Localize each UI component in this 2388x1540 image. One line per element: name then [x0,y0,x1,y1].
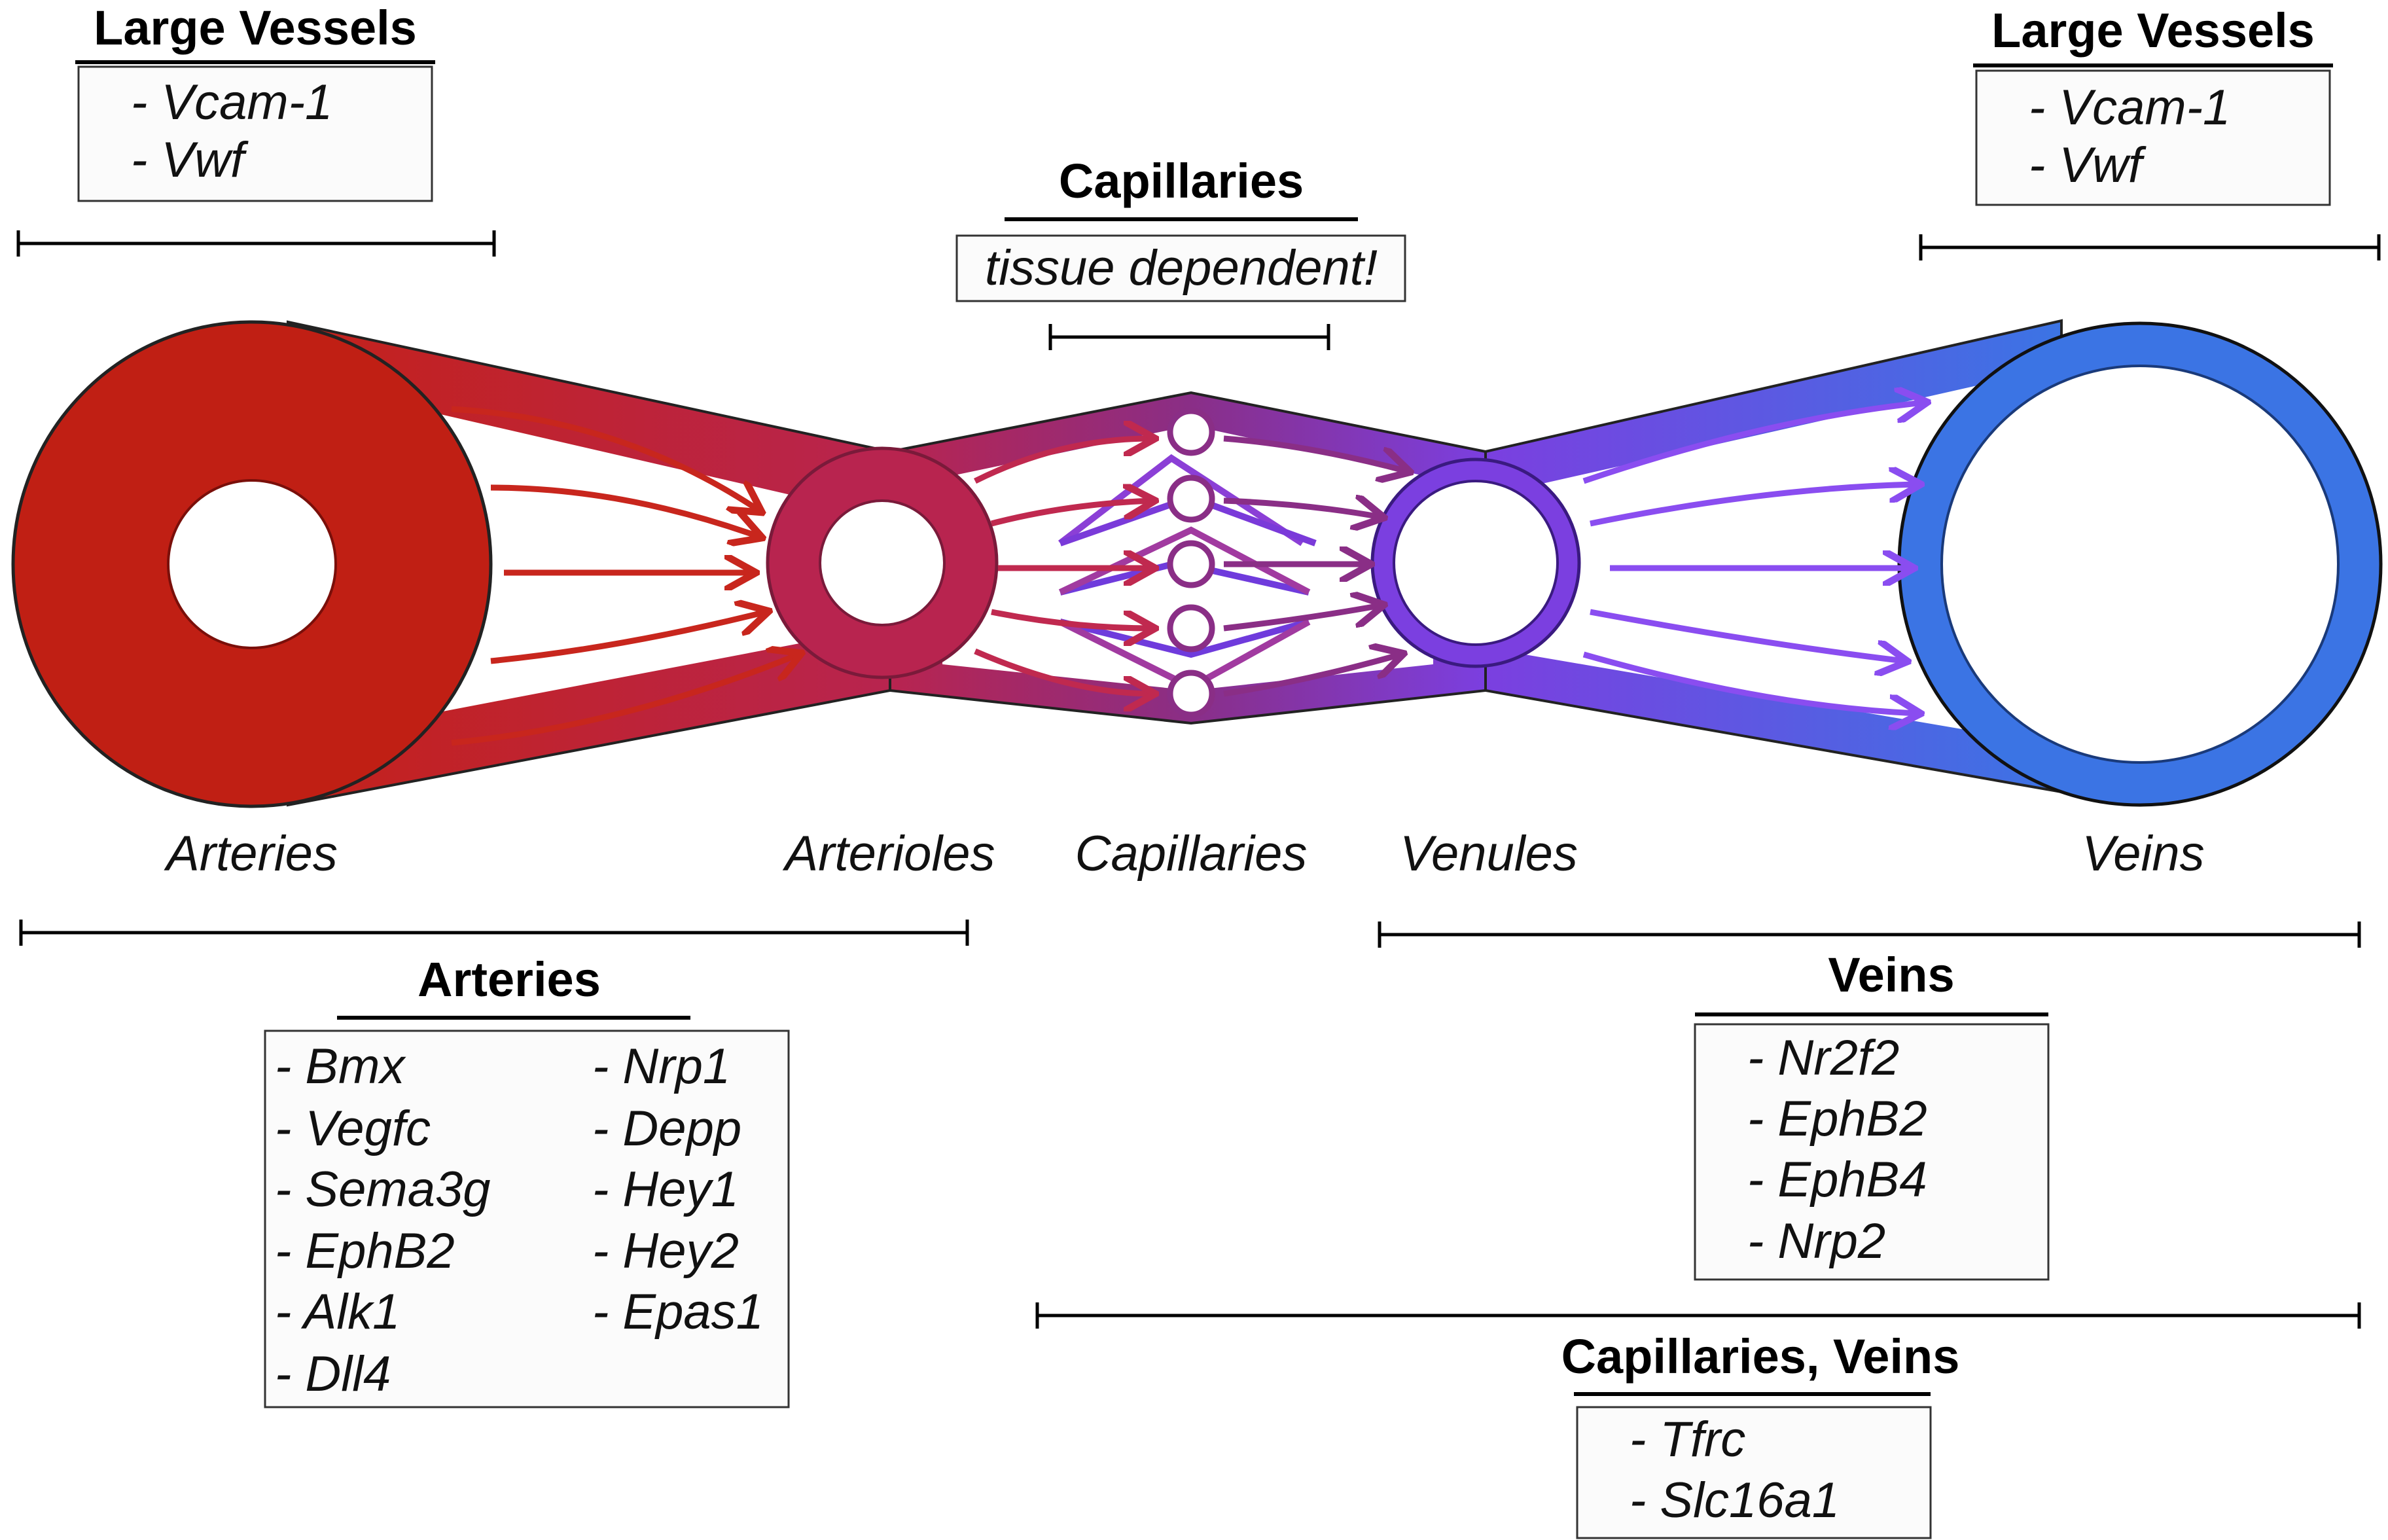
large-vessels-right-box [1975,69,2331,206]
venule-cross-section [1370,457,1581,668]
gene-label: - Vwf [131,132,249,188]
gene-label: - Slc16a1 [1630,1473,1840,1528]
gene-label: - Sema3g [275,1162,491,1217]
large-vessels-right-group: Large Vessels - Vcam-1 - Vwf [1919,3,2381,260]
capillaries-veins-group: Capillaries, Veins - Tfrc - Slc16a1 [1035,1302,2361,1539]
capillaries-note-box [955,234,1406,302]
stage-label-veins: Veins [2082,826,2204,882]
gene-label: - Depp [592,1101,741,1156]
large-vessels-left-box [77,65,433,202]
venule-to-vein-arrows [1582,403,1924,713]
stage-label-capillaries: Capillaries [1075,826,1308,882]
gene-label: - Nr2f2 [1747,1030,1899,1086]
veins-group: Veins - Nr2f2 - EphB2 - EphB4 - Nrp2 [1378,922,2361,1281]
gene-label: - Vegfc [275,1101,431,1156]
range-bar-arteries [19,920,969,946]
gene-label: - Nrp1 [592,1039,730,1094]
gene-label: - Tfrc [1630,1412,1745,1467]
large-vessels-left-title: Large Vessels [94,1,417,55]
arteries-gene-box [264,1030,790,1408]
range-bar-large-vessels-left [16,230,496,257]
capillaries-veins-gene-box [1576,1406,1932,1539]
veins-gene-box [1694,1023,2050,1281]
range-bar-large-vessels-right [1919,234,2381,260]
gene-label: - Alk1 [275,1284,400,1340]
gene-label: - EphB2 [1747,1091,1927,1147]
gene-label: - Nrp2 [1747,1213,1885,1269]
large-vessels-left-group: Large Vessels - Vcam-1 - Vwf [16,1,496,257]
gene-label: - Hey1 [592,1162,739,1217]
capillaries-veins-title: Capillaries, Veins [1561,1329,1960,1384]
veins-title: Veins [1828,948,1954,1002]
capillaries-note: tissue dependent! [985,240,1378,296]
gene-label: - Vcam-1 [131,75,332,130]
range-bar-capillaries [1048,324,1330,350]
vein-cross-section [1897,321,2383,807]
gene-label: - Vwf [2029,137,2147,193]
gene-label: - EphB2 [275,1223,455,1279]
gene-label: - Bmx [275,1039,406,1094]
gene-label: - Epas1 [592,1284,764,1340]
range-bar-capillaries-veins [1035,1302,2361,1329]
arteriole-cross-section [766,446,999,679]
stage-label-arteries: Arteries [164,826,338,882]
stage-label-venules: Venules [1400,826,1578,882]
gene-label: - Dll4 [275,1346,391,1402]
stage-labels: Arteries Arterioles Capillaries Venules … [164,826,2205,882]
large-vessels-right-title: Large Vessels [1991,3,2315,58]
capillaries-title: Capillaries [1059,154,1304,208]
arteriole-to-capillary-arrows [973,439,1152,694]
capillaries-group: Capillaries tissue dependent! [955,154,1406,350]
gene-label: - Hey2 [592,1223,739,1279]
capillary-cross-sections [1167,408,1215,718]
stage-label-arterioles: Arterioles [783,826,995,882]
arteries-group: Arteries - Bmx - Vegfc - Sema3g - EphB2 … [19,920,969,1408]
capillary-to-venule-arrows [1223,435,1407,697]
arteries-title: Arteries [418,952,601,1007]
artery-flow-arrows [451,406,798,746]
artery-cross-section [11,320,493,808]
gene-label: - Vcam-1 [2029,80,2230,135]
range-bar-veins [1378,922,2361,948]
gene-label: - EphB4 [1747,1152,1927,1208]
